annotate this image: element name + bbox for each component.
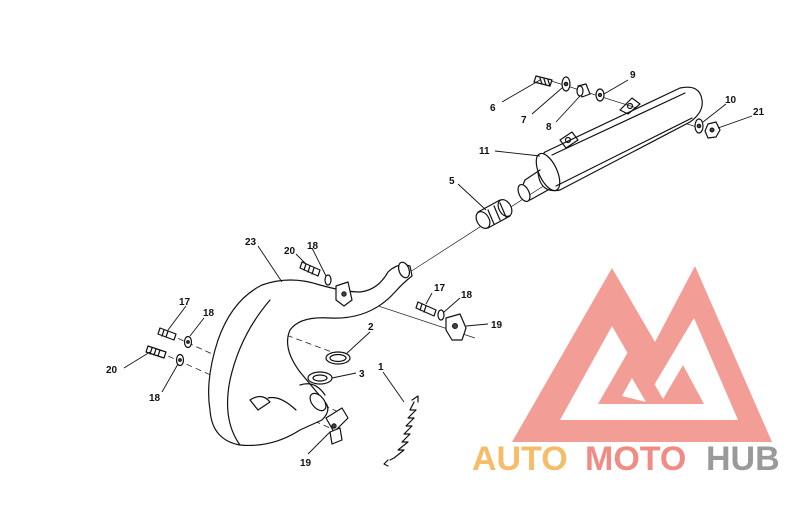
axis-line-gaskets [239, 317, 341, 356]
spacer-part-8 [576, 83, 591, 98]
watermark-auto: AUTO [472, 440, 568, 478]
callout-10: 10 [725, 95, 737, 106]
gasket-part-3 [307, 371, 333, 385]
callout-19-right: 19 [491, 320, 503, 331]
callout-1: 1 [378, 362, 384, 373]
callout-2: 2 [368, 322, 374, 333]
silencer-part-11 [517, 86, 703, 203]
callout-11: 11 [479, 146, 490, 157]
watermark-moto: MOTO [585, 440, 686, 478]
bracket-part-19 [445, 313, 467, 341]
watermark-logo [512, 266, 772, 442]
watermark-hub: HUB [706, 440, 780, 478]
callout-20-top: 20 [284, 246, 296, 257]
washer-part-10 [694, 118, 704, 134]
spring-part-1 [383, 395, 419, 467]
leader-lines [123, 79, 753, 455]
bolt-part-17-left [157, 327, 177, 341]
callout-5: 5 [449, 176, 455, 187]
callout-7: 7 [521, 115, 527, 126]
callout-19-bottom: 19 [300, 458, 312, 469]
callout-8: 8 [546, 122, 552, 133]
washer-part-18-left-lower [175, 353, 185, 367]
callout-labels: 1 2 3 5 6 7 8 9 10 11 17 17 18 18 18 18 … [106, 70, 765, 469]
callout-20-left: 20 [106, 365, 118, 376]
bracket-part-19-lower [329, 427, 343, 445]
callout-18-left: 18 [203, 308, 215, 319]
callout-3: 3 [359, 369, 365, 380]
callout-21: 21 [753, 107, 765, 118]
bolt-part-17-right [415, 301, 437, 317]
logo-m-stroke-inner [622, 378, 646, 402]
nut-part-21 [704, 121, 721, 139]
bolt-part-20-upper [299, 261, 321, 277]
bolt-part-6 [533, 75, 553, 87]
callout-18-top: 18 [307, 241, 319, 252]
callout-18-bottom: 18 [149, 393, 161, 404]
washer-part-18-upper [324, 274, 332, 286]
exhaust-pipe-part-23 [208, 261, 413, 447]
washer-part-7 [561, 76, 571, 92]
gasket-part-2 [325, 351, 351, 365]
washer-part-18-left-upper [183, 335, 193, 349]
callout-17-left: 17 [179, 297, 191, 308]
logo-m-stroke [598, 345, 704, 404]
washer-part-18-right [437, 309, 445, 321]
callout-23: 23 [245, 237, 257, 248]
coupler-spring-part-5 [475, 199, 513, 229]
callout-6: 6 [490, 103, 496, 114]
bolt-part-20-left [145, 345, 167, 359]
callout-9: 9 [630, 70, 636, 81]
callout-18-right: 18 [461, 290, 473, 301]
callout-17-upper: 17 [434, 283, 446, 294]
washer-part-9 [595, 88, 605, 102]
